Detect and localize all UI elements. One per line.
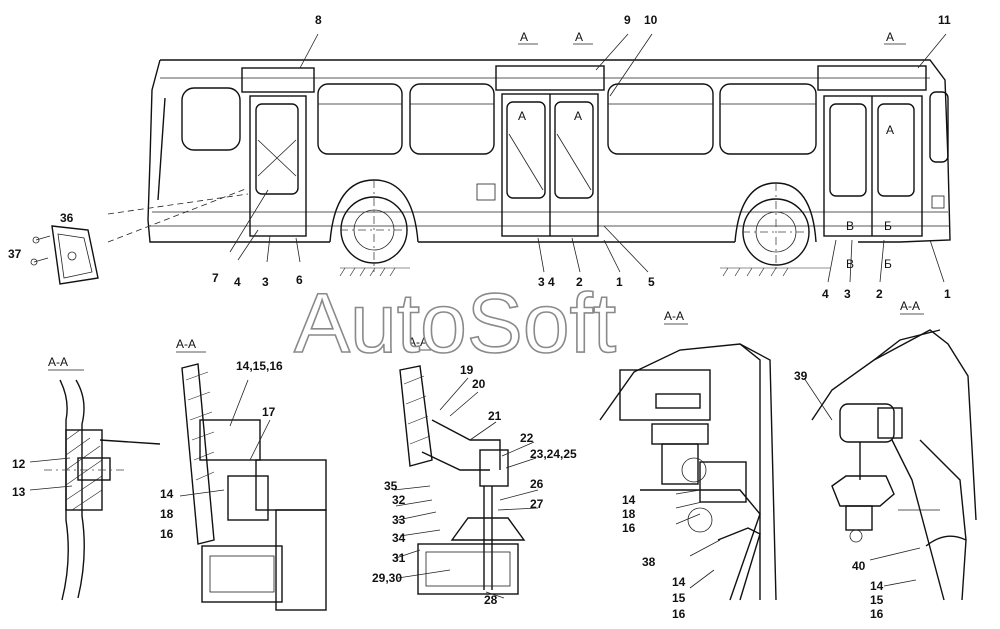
section-marker-a: А <box>520 30 528 44</box>
callout-label: 18 <box>622 507 636 521</box>
callout-label: 17 <box>262 405 276 419</box>
section-marker-a: А <box>886 30 894 44</box>
clip-part-36 <box>30 225 99 285</box>
callout-label: 14 <box>622 493 636 507</box>
callout-label: 1 <box>616 275 623 289</box>
callout-label: 37 <box>8 247 22 261</box>
section-view-1 <box>29 369 161 601</box>
callout-label: 31 <box>392 551 406 565</box>
callout-label: 16 <box>870 607 884 621</box>
callout-label: 14 <box>870 579 884 593</box>
callout-label: 2 <box>576 275 583 289</box>
callout-label: 33 <box>392 513 406 527</box>
callout-label: 32 <box>392 493 406 507</box>
section-view-5 <box>803 313 977 601</box>
callout-label: 3 <box>262 275 269 289</box>
section-title: А-А <box>48 355 68 369</box>
callout-label: 23,24,25 <box>530 447 577 461</box>
callout-label: 39 <box>794 369 808 383</box>
callout-label: 19 <box>460 363 474 377</box>
section-marker-a: А <box>886 123 894 137</box>
bus-side-view <box>107 33 951 283</box>
callout-label: 15 <box>672 591 686 605</box>
callout-label: 40 <box>852 559 866 573</box>
section-title: А-А <box>176 337 196 351</box>
callout-label: 13 <box>12 485 26 499</box>
section-marker-a: А <box>518 109 526 123</box>
section-marker-a: А <box>574 109 582 123</box>
callout-label: 35 <box>384 479 398 493</box>
callout-label: 14 <box>160 487 174 501</box>
callout-label: 4 <box>822 287 829 301</box>
callout-label: 29,30 <box>372 571 402 585</box>
callout-label: 16 <box>160 527 174 541</box>
callout-label: 27 <box>530 497 544 511</box>
callout-label: 3 4 <box>538 275 555 289</box>
callout-label: 16 <box>622 521 636 535</box>
callout-label: 8 <box>315 13 322 27</box>
callout-label: 34 <box>392 531 406 545</box>
callout-label: 3 <box>844 287 851 301</box>
callout-label: 9 <box>624 13 631 27</box>
section-marker-v: В <box>846 257 854 271</box>
callout-label: 4 <box>234 275 241 289</box>
callout-label: 14,15,16 <box>236 359 283 373</box>
callout-label: 5 <box>648 275 655 289</box>
callout-label: 22 <box>520 431 534 445</box>
section-title: А-А <box>408 335 428 349</box>
section-title: А-А <box>900 299 920 313</box>
section-view-4 <box>599 323 777 601</box>
callout-label: 14 <box>672 575 686 589</box>
callout-label: 21 <box>488 409 502 423</box>
section-view-2 <box>176 351 327 611</box>
callout-label: 16 <box>672 607 686 621</box>
callout-label: 1 <box>944 287 951 301</box>
callout-label: 18 <box>160 507 174 521</box>
callout-label: 7 <box>212 271 219 285</box>
section-marker-v: В <box>846 219 854 233</box>
section-marker-b: Б <box>884 257 892 271</box>
callout-label: 11 <box>938 13 951 27</box>
section-view-3 <box>393 349 539 599</box>
section-marker-a: А <box>575 30 583 44</box>
section-markers: А А А А А А Б Б В В <box>518 30 906 271</box>
callout-label: 2 <box>876 287 883 301</box>
callout-label: 10 <box>644 13 658 27</box>
callout-label: 12 <box>12 457 26 471</box>
section-marker-b: Б <box>884 219 892 233</box>
callout-labels: 8 9 10 11 36 37 7 4 3 6 3 4 2 1 5 4 3 2 … <box>8 13 951 621</box>
section-title: А-А <box>664 309 684 323</box>
callout-label: 28 <box>484 593 498 607</box>
callout-label: 6 <box>296 273 303 287</box>
callout-label: 26 <box>530 477 544 491</box>
watermark-text: AutoSoft <box>294 276 616 370</box>
callout-label: 20 <box>472 377 486 391</box>
callout-label: 38 <box>642 555 656 569</box>
callout-label: 15 <box>870 593 884 607</box>
callout-label: 36 <box>60 211 74 225</box>
section-titles: А-А А-А А-А А-А А-А <box>48 299 920 369</box>
